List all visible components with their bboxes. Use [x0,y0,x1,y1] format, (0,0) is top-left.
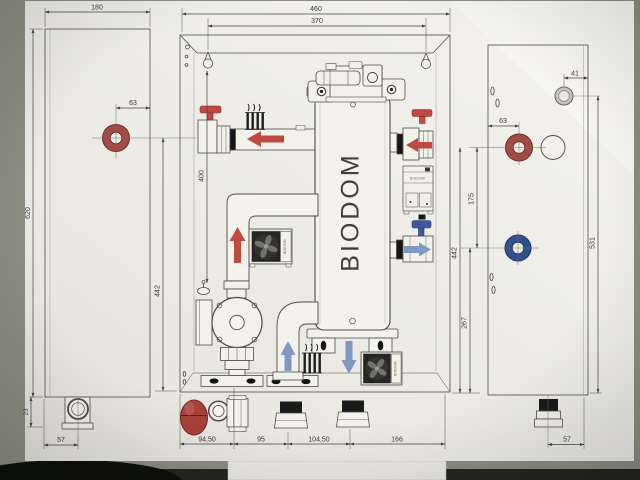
photo-vignette [0,0,640,480]
photo-of-technical-drawing: 180 620 63 23 57 BIODOM [0,0,640,480]
